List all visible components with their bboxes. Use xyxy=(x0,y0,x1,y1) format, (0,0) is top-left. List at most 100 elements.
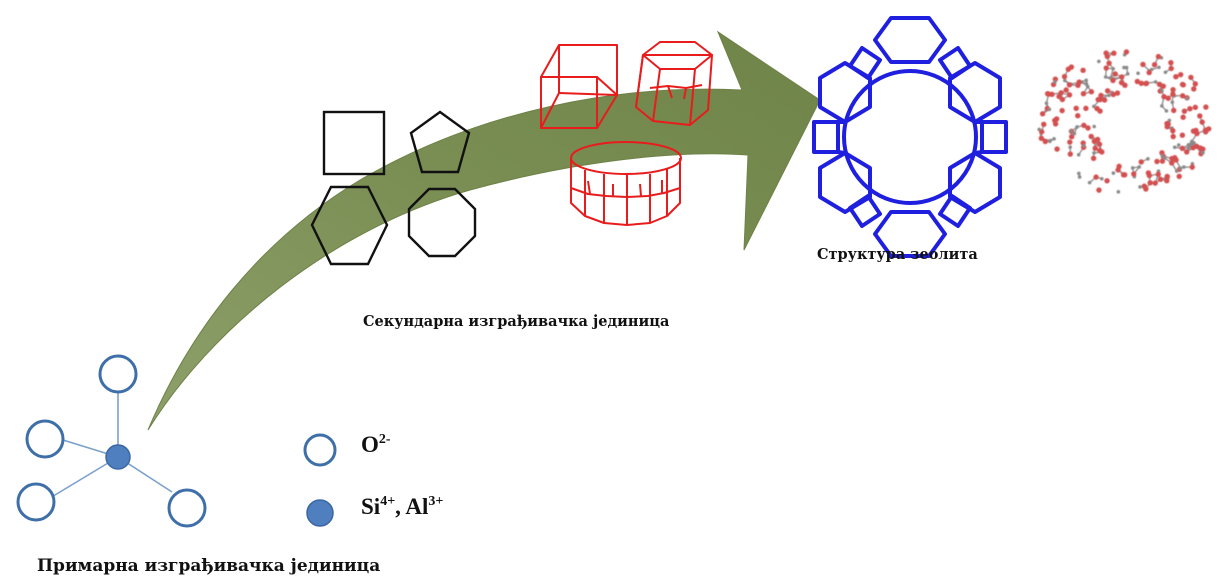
silicon-atom xyxy=(1137,165,1142,169)
oxygen-atom xyxy=(1146,69,1152,76)
silicon-atom xyxy=(1164,109,1169,113)
oxygen-atom xyxy=(1197,113,1203,119)
oxygen-atom xyxy=(1203,104,1209,110)
cube-cage xyxy=(540,44,618,129)
silicon-atom xyxy=(1136,71,1140,76)
oxygen-atom xyxy=(1131,171,1137,177)
silicon-atom xyxy=(1174,169,1179,173)
silicon-atom xyxy=(1063,78,1067,83)
oxygen-atom xyxy=(1147,180,1153,186)
atomistic-model xyxy=(1037,49,1212,194)
caption-secondary-unit: Секундарна изграђивачка јединица xyxy=(363,313,670,330)
oxygen-atom xyxy=(1103,65,1109,71)
oxygen-atom xyxy=(1106,60,1112,66)
oxygen-atom xyxy=(1095,96,1101,103)
oxygen-atom xyxy=(1112,71,1118,77)
oxygen-atom xyxy=(1192,81,1199,87)
oxygen-atom xyxy=(1179,81,1186,88)
silicon-atom xyxy=(1047,107,1052,112)
oxygen-atom xyxy=(1138,159,1144,165)
oxygen-atom xyxy=(1145,170,1152,176)
silicon-atom xyxy=(1052,137,1056,141)
hexagon-ring xyxy=(310,185,389,266)
legend-separator: , xyxy=(395,494,406,519)
oxygen-atom xyxy=(1156,81,1163,87)
oxygen-atom xyxy=(1155,171,1161,177)
oxygen-atom xyxy=(1192,104,1199,111)
legend-al-charge: 3+ xyxy=(428,494,444,509)
hexagonal-prism-cage xyxy=(635,41,713,126)
oxygen-atom xyxy=(1101,97,1108,103)
oxygen-atom xyxy=(1080,67,1086,74)
oxygen-atom xyxy=(1159,158,1166,164)
oxygen-atom xyxy=(1104,178,1110,184)
oxygen-atom xyxy=(1134,78,1141,85)
silicon-atom xyxy=(1189,142,1194,146)
oxygen-atom xyxy=(1090,155,1097,161)
oxygen-circle-bottom-left xyxy=(16,482,56,522)
oxygen-atom xyxy=(1161,94,1167,100)
silicon-atom xyxy=(1160,89,1164,93)
silicon-atom xyxy=(1048,139,1052,144)
silicon-atom xyxy=(1160,153,1165,158)
silicon-atom xyxy=(1172,145,1177,150)
caption-primary-unit: Примарна изграђивачка јединица xyxy=(37,556,381,576)
silicon-atom xyxy=(1153,80,1158,84)
oxygen-atom xyxy=(1184,149,1190,155)
oxygen-atom xyxy=(1191,86,1197,92)
silicon-atom xyxy=(1077,175,1082,179)
legend-al-symbol: Al xyxy=(405,494,429,519)
oxygen-atom xyxy=(1187,106,1193,112)
oxygen-atom xyxy=(1110,77,1116,84)
oxygen-atom xyxy=(1104,88,1111,94)
oxygen-atom xyxy=(1170,128,1176,134)
oxygen-atom xyxy=(1179,132,1186,138)
oxygen-atom xyxy=(1173,74,1179,80)
silicon-atom xyxy=(1076,152,1081,157)
silicon-atom xyxy=(1053,80,1057,84)
silicon-atom xyxy=(1149,67,1154,72)
oxygen-atom xyxy=(1038,135,1045,142)
oxygen-atom xyxy=(1075,82,1081,89)
oxygen-atom xyxy=(1177,71,1184,78)
oxygen-atom xyxy=(1193,127,1199,134)
oxygen-atom xyxy=(1059,96,1066,103)
silicon-atom xyxy=(1125,72,1130,76)
silicon-atom xyxy=(1069,129,1073,133)
silicon-atom xyxy=(1111,171,1116,175)
silicon-atom xyxy=(1146,157,1150,161)
oxygen-atom xyxy=(1140,61,1146,68)
oxygen-atom xyxy=(1044,90,1051,97)
silicon-atom xyxy=(1160,104,1164,108)
silicon-atom xyxy=(1092,151,1096,155)
silicon-atom xyxy=(1044,101,1049,106)
silicon-atom xyxy=(1092,124,1096,129)
oxygen-atom xyxy=(1143,80,1150,87)
silicon-atom xyxy=(1163,70,1168,75)
silicon-atom xyxy=(1170,100,1175,104)
oxygen-atom xyxy=(1168,65,1174,72)
silicon-atom xyxy=(1178,166,1183,170)
oxygen-atom xyxy=(1154,158,1160,165)
oxygen-atom xyxy=(1168,59,1174,66)
silicon-atom xyxy=(1072,131,1077,136)
silicon-atom xyxy=(1084,82,1089,86)
oxygen-atom xyxy=(1152,180,1158,186)
legend-si-charge: 4+ xyxy=(380,494,396,509)
oxygen-atom xyxy=(1067,139,1073,145)
oxygen-atom xyxy=(1066,92,1073,98)
oxygen-atom xyxy=(1073,105,1079,112)
silicon-atom xyxy=(1124,65,1129,70)
oxygen-atom xyxy=(1081,122,1087,129)
oxygen-atom xyxy=(1094,105,1100,112)
oxygen-atom xyxy=(1176,173,1182,180)
silicon-atom xyxy=(1075,125,1079,129)
oxygen-atom xyxy=(1157,176,1164,182)
silicon-atom xyxy=(1111,66,1115,71)
legend-si-symbol: Si xyxy=(361,494,381,519)
oxygen-atom xyxy=(1155,53,1162,60)
oxygen-atom xyxy=(1066,82,1073,88)
process-arrow xyxy=(147,30,821,431)
square-ring xyxy=(322,110,386,176)
